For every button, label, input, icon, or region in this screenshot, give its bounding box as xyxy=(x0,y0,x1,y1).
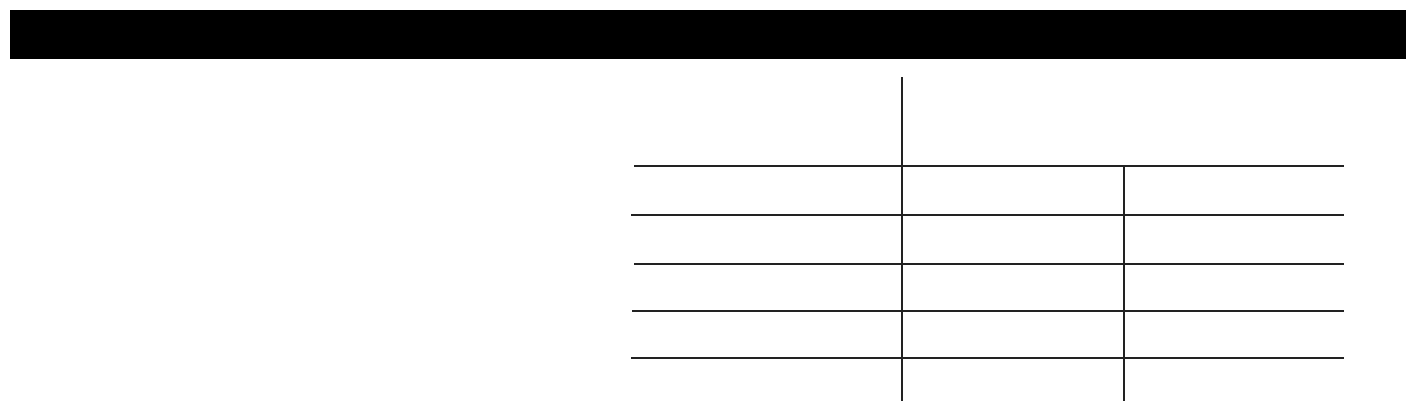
table-rule-row-4 xyxy=(631,357,1344,359)
table-rule-row-2 xyxy=(634,263,1344,265)
table-divider-main xyxy=(901,77,903,401)
header-bar xyxy=(10,10,1406,59)
table-rule-row-1 xyxy=(631,214,1344,216)
table-divider-sub xyxy=(1123,166,1125,401)
table-rule-row-3 xyxy=(632,310,1344,312)
table-rule-top xyxy=(634,165,1344,167)
